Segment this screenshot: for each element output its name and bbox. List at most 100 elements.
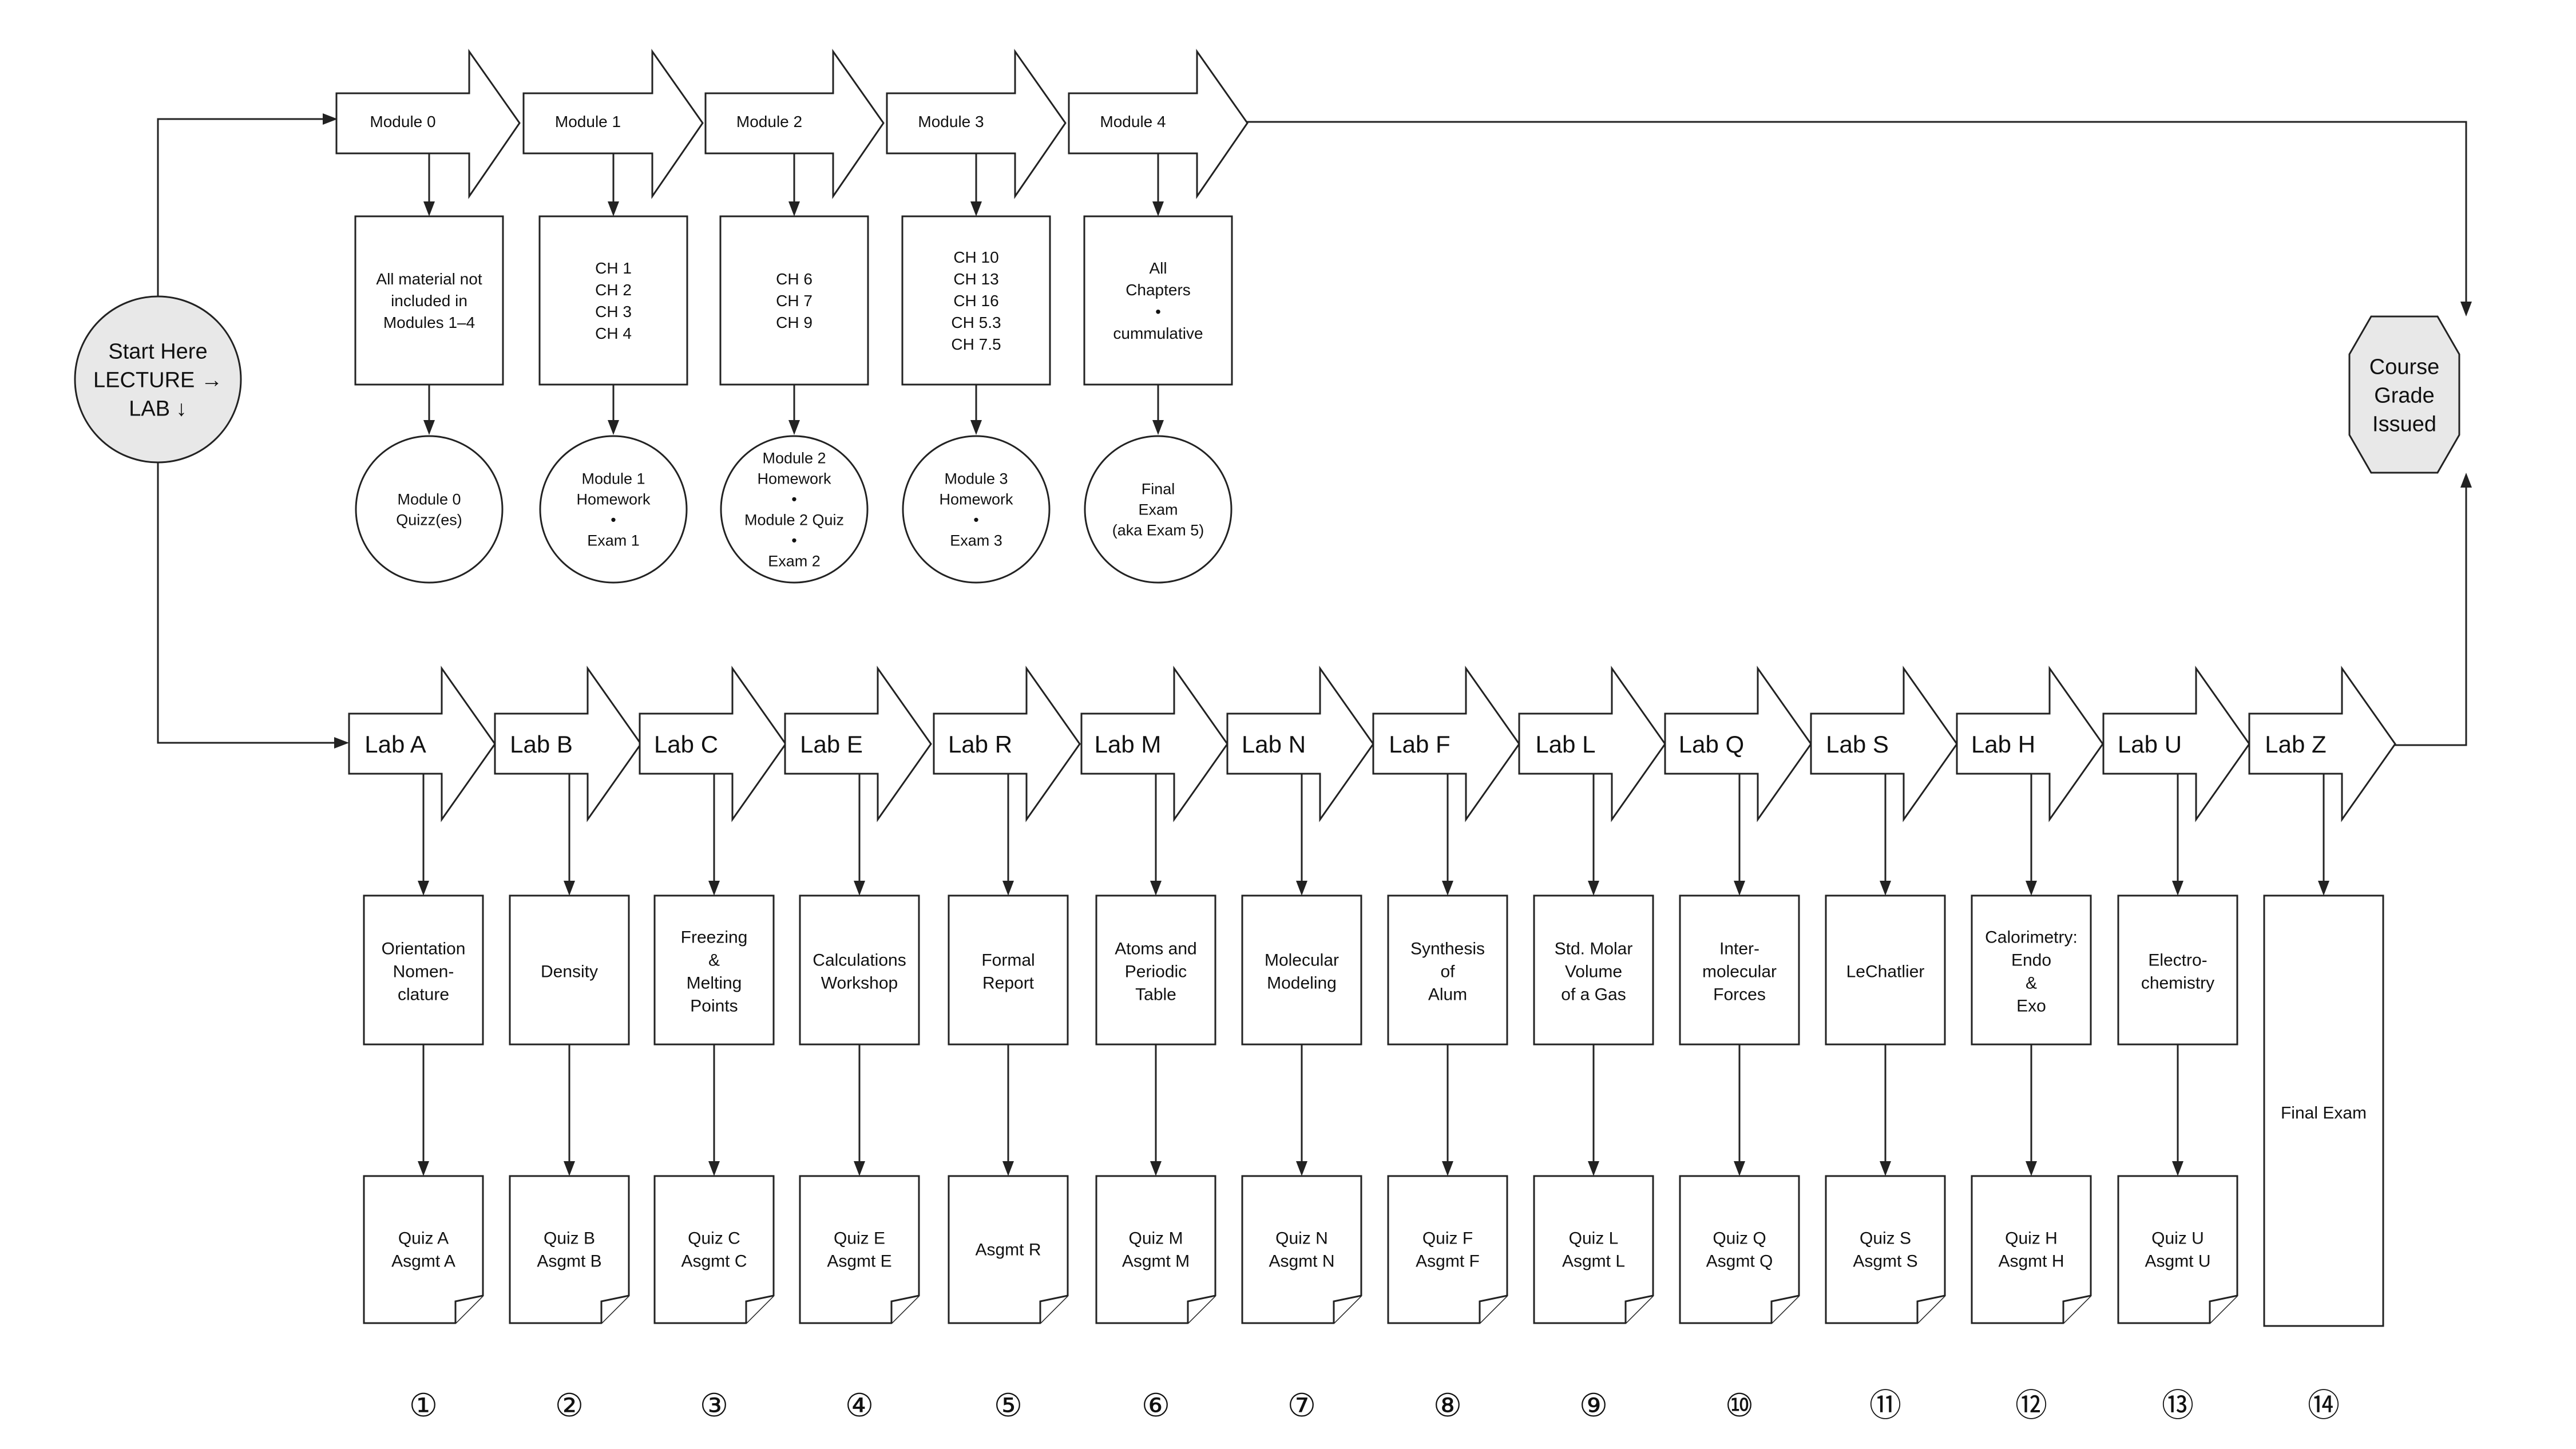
lab-number: ⑪ (1869, 1387, 1901, 1423)
arrowhead (2172, 881, 2183, 896)
lab-arrow (1372, 666, 1520, 822)
arrowhead (708, 1161, 720, 1176)
lab-arrow (1664, 666, 1812, 822)
lab-arrow (933, 666, 1081, 822)
module-label: Module 0 (370, 113, 435, 130)
lab-label: Lab Z (2265, 731, 2326, 758)
arrowhead (1002, 1161, 1014, 1176)
lab-topic-line: Std. Molar (1555, 940, 1633, 959)
lab-arrow (2102, 666, 2250, 822)
lab-topic-line: Forces (1713, 985, 1766, 1004)
module-assessments-line: • (791, 532, 796, 549)
module-assessments-line: • (611, 512, 616, 529)
document-fold (2062, 1294, 2091, 1323)
module-assessments-line: Homework (939, 491, 1013, 508)
lab-label: Lab Q (1679, 731, 1744, 758)
module-arrow (522, 49, 704, 199)
arrowhead (1152, 420, 1164, 435)
document-fold (1479, 1294, 1508, 1323)
lab-arrow (1226, 666, 1374, 822)
module-topics-line: CH 13 (953, 270, 998, 288)
module-assessments-line: Module 0 (397, 491, 461, 508)
lab-work-line: Asgmt U (2145, 1252, 2210, 1271)
arrowhead (1588, 1161, 1599, 1176)
lab-number: ② (555, 1387, 584, 1423)
module-topics-line: CH 10 (953, 248, 998, 266)
arrowhead (2172, 1161, 2183, 1176)
lab-topic-box (1241, 894, 1362, 1046)
module-assessments-line: Quizz(es) (396, 512, 462, 529)
arrowhead (1150, 1161, 1162, 1176)
module-assessments-line: Homework (757, 470, 831, 488)
lab-topic-line: Final Exam (2281, 1104, 2367, 1123)
lab-topic-line: Melting (687, 974, 742, 993)
arrowhead (2026, 881, 2037, 896)
lab-label: Lab U (2118, 731, 2182, 758)
document-fold (1770, 1294, 1800, 1323)
lab-topic-box (1679, 894, 1800, 1046)
module-assessments-line: Exam (1138, 501, 1178, 518)
module-topics-line: CH 6 (776, 270, 813, 288)
lab-topic-line: Volume (1565, 963, 1622, 981)
lab-topic-line: molecular (1702, 963, 1777, 981)
lab-final-exam-box (2263, 894, 2384, 1327)
module-assessment-circle (720, 435, 869, 584)
module-topics-line: CH 4 (595, 324, 632, 342)
lab-label: Lab N (1242, 731, 1306, 758)
lab-topic-box (799, 894, 920, 1046)
document-fold (1916, 1294, 1945, 1323)
lab-work-line: Quiz U (2151, 1229, 2204, 1248)
lab-topic: Density (541, 963, 598, 981)
lab-topic-line: Periodic (1125, 963, 1187, 981)
lab-topic-line: Freezing (681, 928, 748, 947)
module-topics-line: Chapters (1125, 281, 1191, 299)
lab-work-line: Asgmt S (1853, 1252, 1917, 1271)
lab-number: ③ (700, 1387, 728, 1423)
module-arrow (335, 49, 521, 199)
module-topics-line: CH 16 (953, 292, 998, 310)
lab-number: ⑤ (994, 1387, 1023, 1423)
module-topics-line: CH 5.3 (951, 314, 1001, 331)
lab-work-line: Quiz F (1422, 1229, 1473, 1248)
lab-topic-line: Points (690, 997, 738, 1016)
module-assessments-line: Exam 3 (950, 532, 1002, 549)
lab-label: Lab H (1971, 731, 2035, 758)
module-assessments-line: Homework (576, 491, 651, 508)
module-arrow (704, 49, 885, 199)
document-fold (454, 1294, 484, 1323)
arrowhead (2460, 302, 2472, 316)
lab-label: Lab E (800, 731, 863, 758)
lab-topic: Calorimetry:Endo&Exo (1985, 928, 2078, 1016)
lab-topic-line: of a Gas (1561, 985, 1626, 1004)
module-topics-line: CH 3 (595, 303, 632, 320)
lab-arrow (1518, 666, 1666, 822)
lab-topic-box (363, 894, 484, 1046)
module-topics-line: CH 1 (595, 259, 632, 277)
arrowhead (2026, 1161, 2037, 1176)
arrowhead (1002, 881, 1014, 896)
arrowhead (418, 881, 429, 896)
arrowhead (1734, 1161, 1745, 1176)
arrowhead (1152, 201, 1164, 216)
module-topics-line: All (1149, 259, 1167, 277)
module-label: Module 4 (1100, 113, 1166, 130)
module-topics-box (538, 215, 688, 386)
lecture-to-grade-line (1246, 121, 2467, 304)
module-topics-box (1083, 215, 1233, 386)
module-arrow (886, 49, 1067, 199)
